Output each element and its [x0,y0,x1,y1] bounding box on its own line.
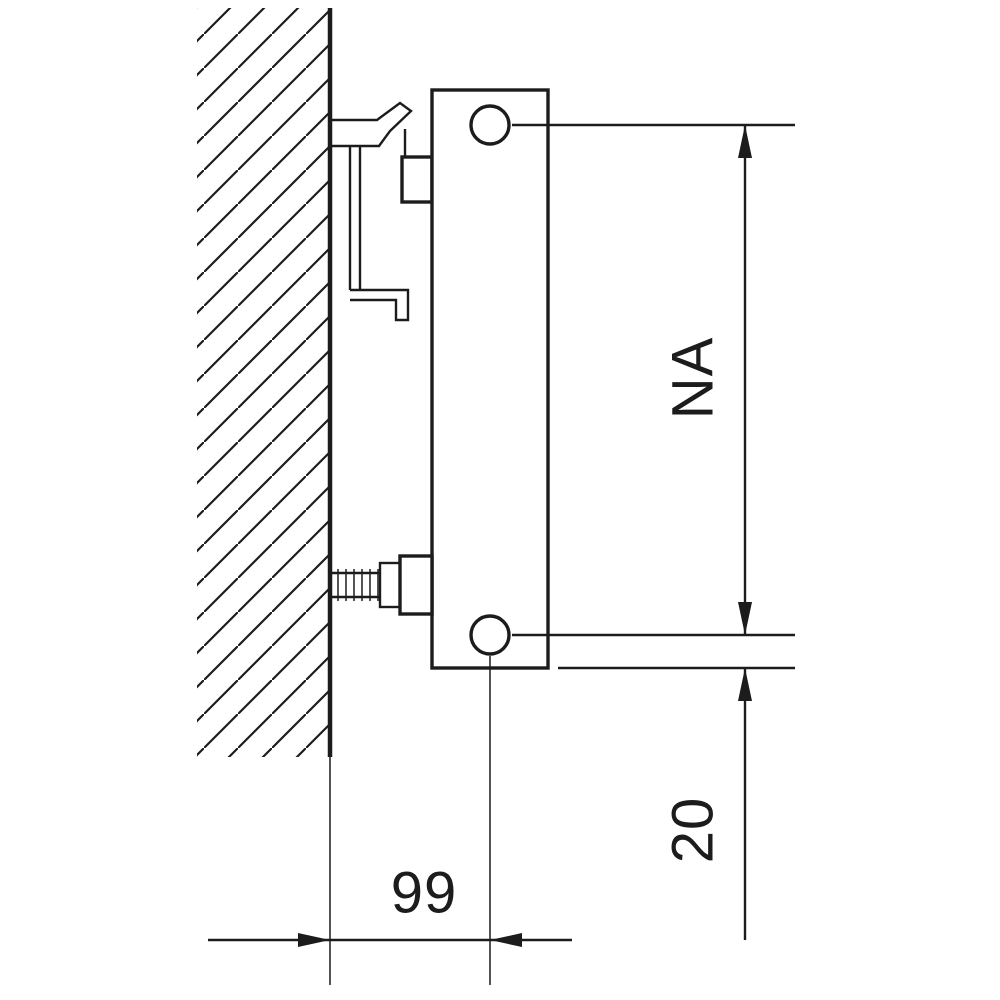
dim20-arrow-up [738,668,752,701]
radiator-hanger-tab [400,155,434,204]
bracket-lower-ledge [350,288,410,322]
dim99-arrow-right [298,933,330,947]
bottom-valve-fitting [332,554,434,616]
na-dimension-label: NA [661,337,726,420]
dim99-arrow-left [490,933,522,947]
radiator-body [430,88,550,670]
top-connection-port [469,104,511,146]
na-arrow-up [738,125,752,158]
dim20-label: 20 [661,797,726,864]
na-arrow-down [738,602,752,635]
bracket-arm-and-hook [332,101,413,148]
bottom-connection-port [469,614,511,656]
radiator-profile [430,88,550,670]
dimension-wall-to-axis: 99 [208,656,572,985]
dimension-hub-distance: NA [512,123,795,637]
wall-hatching [197,8,330,757]
fitting-body [398,554,434,616]
dimension-axis-to-bottom-edge: 20 [558,666,795,940]
fitting-nut [378,561,402,609]
thread-tick-marks [337,569,379,601]
wall-section [197,8,333,985]
dim99-label: 99 [391,861,458,926]
